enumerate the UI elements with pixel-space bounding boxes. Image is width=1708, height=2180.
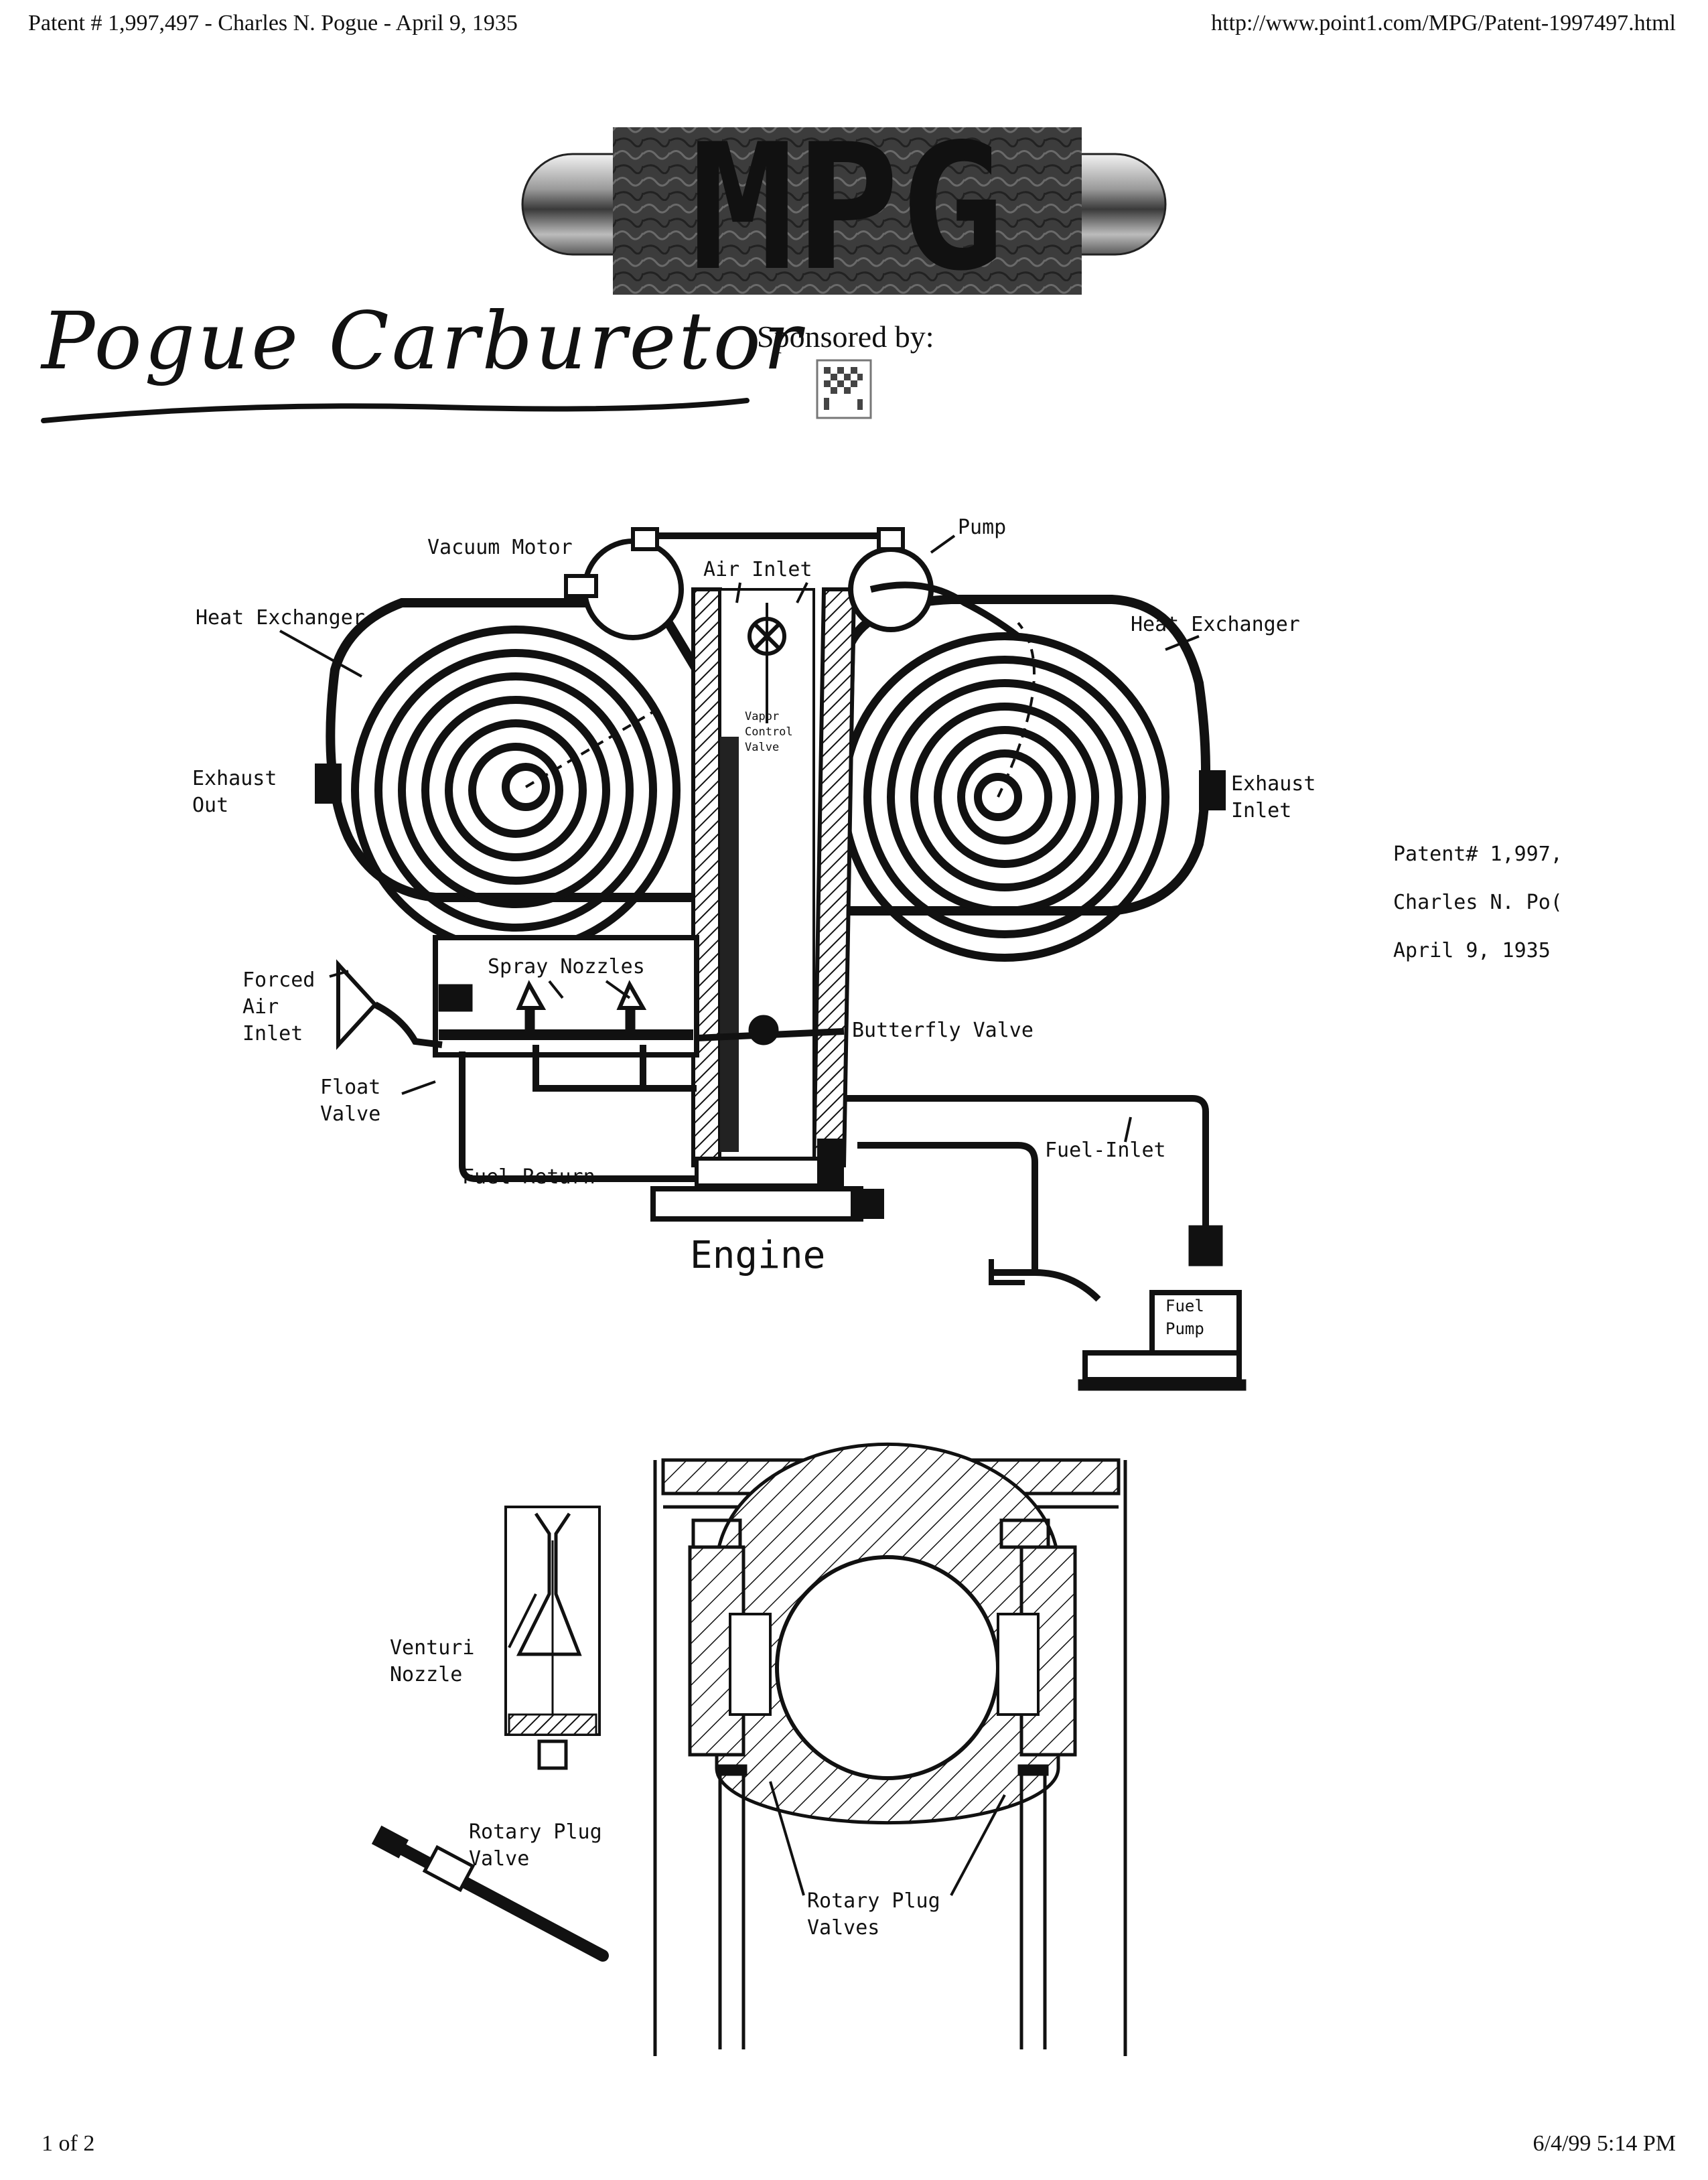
vapor-control-valve [748,603,786,723]
forced-air-funnel [336,959,443,1050]
patent-inventor-line: Charles N. Po( [1393,891,1563,914]
label-forced-air-3: Inlet [242,1022,303,1045]
label-vapor-control-2: Control [745,725,793,739]
mpg-logo-text: MPG [690,121,1005,308]
header-patent-title: Patent # 1,997,497 - Charles N. Pogue - … [28,11,518,35]
label-fuel-return: Fuel Return [462,1165,595,1189]
label-spray-nozzles: Spray Nozzles [488,955,645,978]
title-underline [41,398,750,423]
label-exhaust-out-1: Exhaust [192,767,277,790]
label-rotary-plugs-1: Rotary Plug [807,1889,940,1913]
label-venturi-1: Venturi [390,1636,474,1660]
label-butterfly-valve: Butterfly Valve [852,1019,1034,1042]
mpg-logo: MPG [521,121,1167,308]
label-forced-air-2: Air [242,995,279,1019]
air-column [650,587,884,1222]
cylinder-cross-section [653,1442,1127,2056]
label-rotary-plug-2: Valve [469,1847,529,1871]
label-float-valve-1: Float [320,1076,380,1099]
rotary-plug-valve-small [371,1825,609,1962]
label-heat-exchanger-left: Heat Exchanger [196,606,365,630]
patent-date-line: April 9, 1935 [1393,939,1551,962]
venturi-nozzle [504,1506,601,1770]
footer-page-count: 1 of 2 [42,2131,95,2156]
sponsored-by-label: Sponsored by: [757,319,934,354]
header-url: http://www.point1.com/MPG/Patent-1997497… [1211,11,1676,35]
vacuum-motor [564,527,884,640]
sponsor-image-icon [816,359,872,419]
label-heat-exchanger-right: Heat Exchanger [1131,613,1300,636]
label-air-inlet: Air Inlet [703,558,812,581]
label-rotary-plugs-2: Valves [807,1916,879,1940]
label-exhaust-inlet-2: Inlet [1231,799,1291,822]
label-vapor-control-1: Vapor [745,710,779,723]
spray-nozzle-manifold [433,935,699,1058]
leader-lines-2 [508,1593,1006,1896]
label-engine: Engine [690,1234,825,1277]
label-float-valve-2: Valve [320,1102,380,1126]
label-fuel-inlet: Fuel-Inlet [1045,1139,1166,1162]
label-venturi-2: Nozzle [390,1663,462,1686]
fuel-pump-body [989,1225,1247,1391]
page-title: Pogue Carburetor [42,295,804,387]
label-pump: Pump [958,516,1006,539]
butterfly-valve [696,1015,845,1045]
pump [848,527,1020,640]
heat-exchanger-right [839,595,1210,962]
label-exhaust-inlet-1: Exhaust [1231,772,1315,796]
label-rotary-plug-1: Rotary Plug [469,1820,602,1844]
label-fuel-pump-2: Pump [1165,1319,1204,1338]
fuel-lines [459,1045,1209,1302]
label-vacuum-motor: Vacuum Motor [427,536,573,559]
footer-timestamp: 6/4/99 5:14 PM [1533,2131,1676,2156]
heat-exchanger-left [326,598,701,955]
label-forced-air-1: Forced [242,968,315,992]
label-exhaust-out-2: Out [192,794,228,817]
patent-number-line: Patent# 1,997, [1393,843,1563,866]
leader-lines [279,534,1200,1143]
label-fuel-pump-1: Fuel [1165,1297,1204,1315]
label-vapor-control-3: Valve [745,741,779,754]
